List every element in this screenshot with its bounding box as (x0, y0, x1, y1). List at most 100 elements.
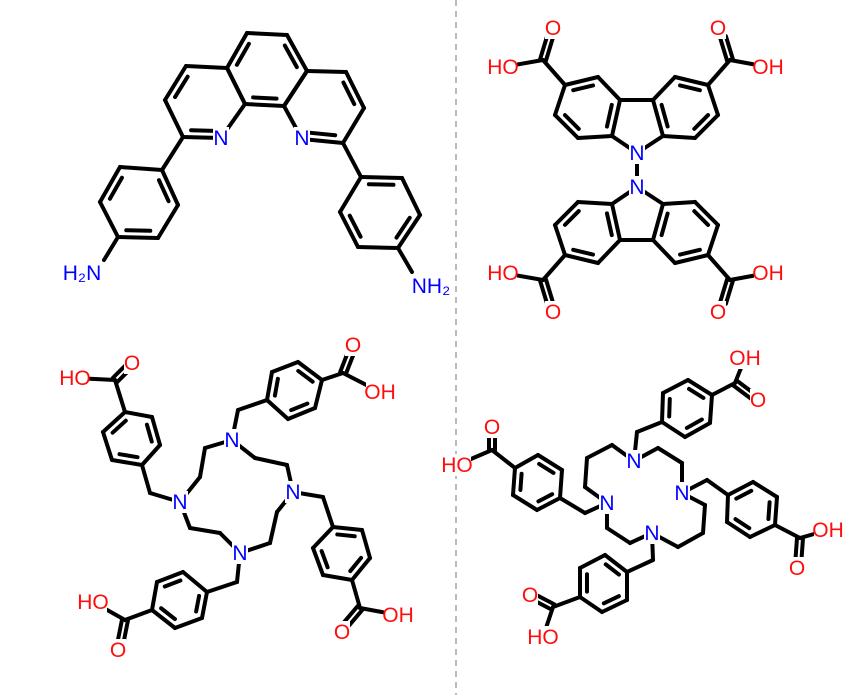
aromatic-double-bond (733, 517, 752, 531)
label-backing (644, 522, 660, 544)
aromatic-double-bond (162, 578, 183, 589)
ring-bond (338, 210, 360, 249)
carbonyl-double-bond (538, 278, 550, 306)
label-backing (232, 542, 248, 564)
ring-bond (344, 70, 366, 110)
oxygen-atom-label: HO (487, 262, 519, 285)
ring-bond (270, 360, 300, 374)
label-backing (731, 347, 759, 369)
aromatic-double-bond (194, 593, 202, 614)
ring-bond (706, 83, 720, 117)
label-backing (545, 17, 561, 39)
bond (321, 495, 335, 529)
aromatic-double-bond (734, 488, 754, 501)
aromatic-double-bond (766, 500, 772, 522)
ring-bond (693, 113, 720, 140)
ring-bond (225, 66, 247, 106)
ring-bond (156, 203, 180, 240)
oxygen-atom-label: O (110, 639, 126, 662)
ring-bond (651, 202, 665, 242)
bond (341, 141, 363, 179)
ring-bond (726, 480, 755, 497)
label-backing (629, 142, 645, 164)
bond (198, 446, 207, 479)
nitrogen-atom-label: N (232, 542, 247, 565)
ring-bond (265, 398, 290, 421)
ring-bond (243, 102, 286, 108)
ring-bond (396, 213, 422, 250)
aromatic-double-bond (571, 83, 596, 93)
aromatic-double-bond (234, 41, 251, 67)
aromatic-double-bond (156, 178, 171, 204)
ring-bond (98, 165, 122, 204)
ring-bond (725, 493, 730, 524)
aromatic-double-bond (144, 422, 154, 444)
bond (350, 578, 362, 610)
label-backing (814, 519, 842, 541)
ring-bond (341, 106, 366, 145)
ring-bond (660, 420, 687, 439)
ring-bond (683, 421, 712, 439)
ring-bond (163, 98, 185, 139)
aromatic-double-bond (272, 376, 280, 398)
label-backing (710, 301, 726, 323)
label-backing (79, 591, 107, 613)
oxygen-atom-label: O (710, 301, 726, 324)
ring-bond (558, 468, 564, 500)
ring-bond (98, 200, 120, 239)
bond (188, 526, 222, 535)
ring-bond (321, 573, 354, 582)
ring-bond (282, 69, 309, 108)
ring-bond (513, 453, 540, 470)
bonds-layer (73, 31, 830, 648)
oxygen-atom-label: O (710, 17, 726, 40)
carbonyl-double-bond (718, 35, 730, 63)
oxygen-atom-label: O (522, 584, 538, 607)
ring-bond (773, 495, 779, 527)
bond (706, 58, 732, 87)
ring-bond (296, 360, 324, 382)
oxygen-atom-label: HO (527, 626, 559, 649)
bond (160, 135, 185, 172)
label-backing (626, 450, 642, 472)
oxygen-atom-label: O (789, 557, 805, 580)
aromatic-double-bond (678, 247, 702, 257)
ring-bond (360, 528, 372, 560)
carbonyl-double-bond (723, 278, 735, 306)
aromatic-double-bond (173, 74, 190, 100)
aromatic-double-bond (678, 83, 702, 93)
label-backing (285, 481, 301, 503)
ring-bond (610, 202, 622, 242)
label-backing (484, 416, 500, 438)
bond (551, 595, 582, 609)
ring-bond (748, 523, 777, 539)
oxygen-atom-label: OH (729, 347, 761, 370)
bond (396, 246, 414, 274)
ring-bond (686, 378, 714, 397)
aromatic-double-bond (659, 211, 670, 238)
ring-bond (200, 590, 209, 620)
ring-bond (596, 238, 622, 265)
ring-bond (706, 223, 720, 257)
nitrogen-atom-label: N (644, 522, 659, 545)
bond (253, 456, 289, 467)
bond (320, 371, 345, 382)
ring-bond (150, 580, 159, 612)
aromatic-double-bond (601, 594, 621, 606)
ring-bond (400, 176, 422, 217)
aromatic-double-bond (189, 128, 216, 133)
ring-bond (553, 113, 580, 140)
aromatic-double-bond (692, 209, 711, 227)
ring-bond (163, 64, 188, 102)
label-backing (489, 262, 517, 284)
aromatic-double-bond (348, 555, 364, 574)
nitrogen-atom-label: N (213, 127, 228, 150)
label-backing (294, 127, 310, 149)
aromatic-double-bond (282, 43, 299, 70)
ring-bond (661, 200, 697, 206)
ring-bond (338, 175, 363, 214)
carbonyl-double-bond (543, 277, 555, 305)
aromatic-double-bond (366, 182, 396, 187)
bond (123, 608, 154, 622)
label-backing (345, 334, 361, 356)
